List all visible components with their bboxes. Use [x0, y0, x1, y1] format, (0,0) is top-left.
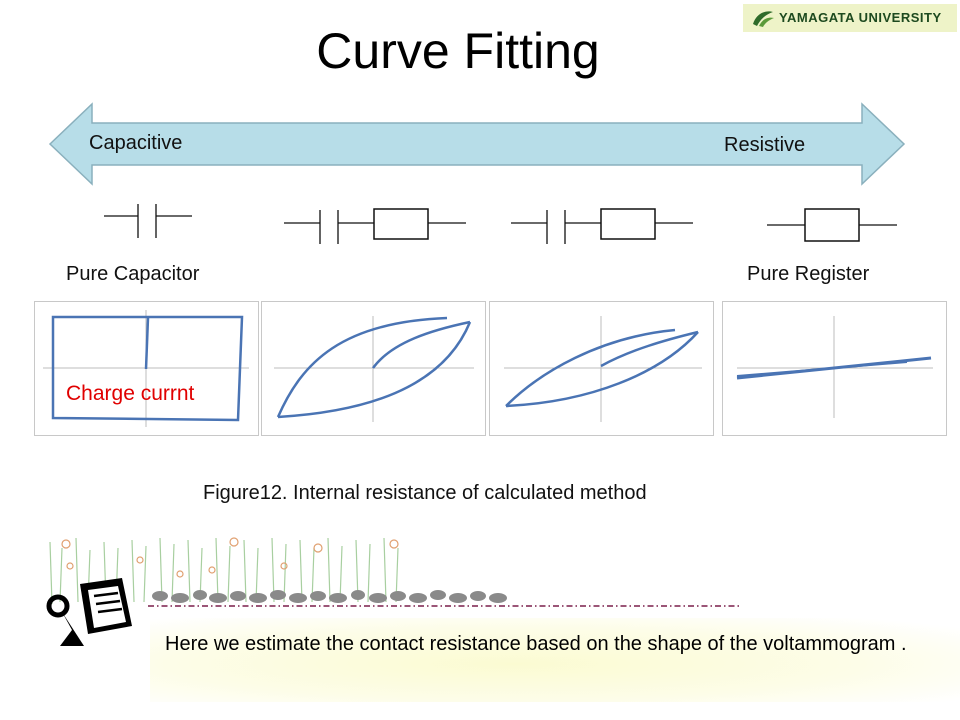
- cv-plot-wide-loop: [274, 316, 474, 422]
- leaf-logo-icon: [753, 11, 774, 27]
- caption-pure-register: Pure Register: [747, 263, 870, 285]
- cv-panel-pure-capacitor: [34, 301, 259, 436]
- presenter-lectern-icon: [46, 578, 132, 646]
- cv-panel-cr-narrow: [489, 301, 714, 436]
- charge-current-label: Charge currnt: [66, 382, 195, 405]
- university-logo: YAMAGATA UNIVERSITY: [743, 4, 957, 32]
- capacitor-symbol-icon: [104, 204, 192, 238]
- cv-panel-pure-resistor: [722, 301, 947, 436]
- note-text: Here we estimate the contact resistance …: [165, 633, 907, 655]
- resistor-symbol-icon: [767, 208, 897, 242]
- figure-caption: Figure12. Internal resistance of calcula…: [203, 482, 647, 504]
- caption-pure-capacitor: Pure Capacitor: [66, 263, 200, 285]
- capacitor-resistor-symbol-icon: [511, 208, 693, 244]
- slide-title: Curve Fitting: [316, 23, 600, 79]
- cv-plot-narrow-loop: [504, 316, 702, 422]
- logo-text: YAMAGATA UNIVERSITY: [779, 10, 942, 25]
- cv-plot-straight-line: [736, 316, 933, 418]
- cv-panel-cr-wide: [261, 301, 486, 436]
- label-capacitive: Capacitive: [89, 132, 183, 154]
- decorative-grass-stones: [46, 537, 742, 646]
- note-box: Here we estimate the contact resistance …: [150, 618, 960, 702]
- capacitive-resistive-arrow: [48, 102, 906, 186]
- capacitor-resistor-symbol-icon: [284, 208, 466, 244]
- cv-plot-rectangular: [43, 310, 249, 427]
- label-resistive: Resistive: [724, 134, 806, 156]
